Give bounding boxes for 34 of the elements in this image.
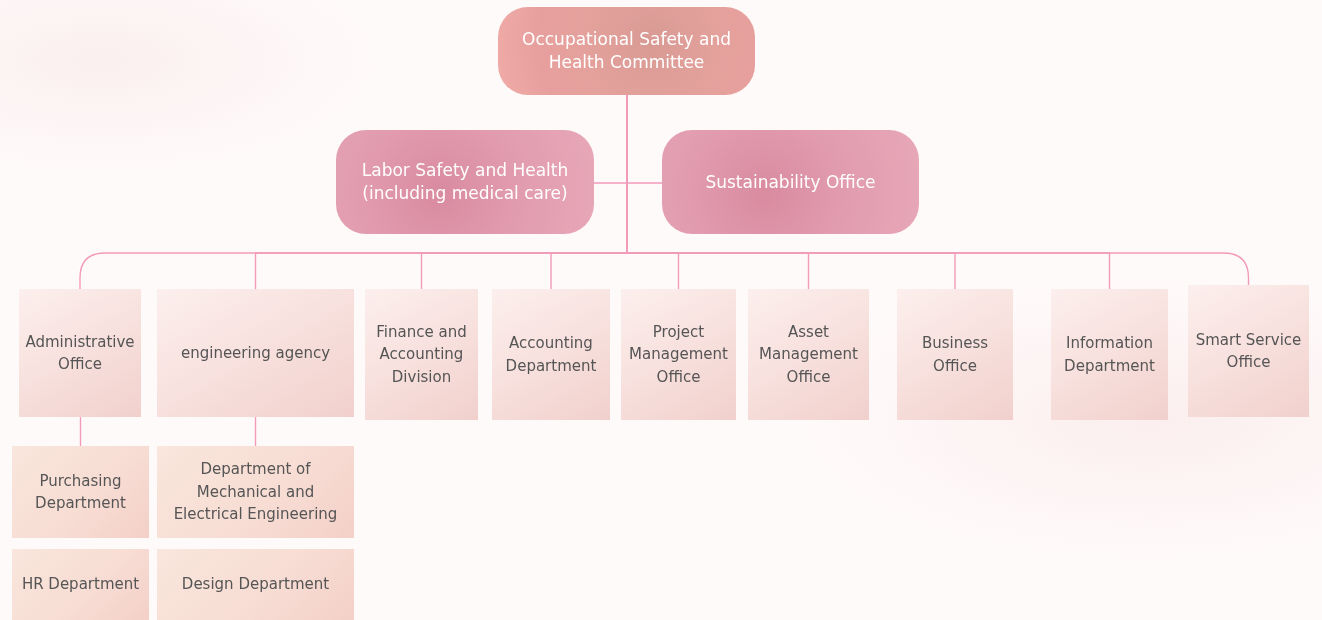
department-box: [1051, 289, 1168, 420]
connector-line: [254, 416, 257, 447]
node-label: Design Department: [181, 574, 330, 596]
node-label: HR Department: [21, 574, 140, 596]
department-box: [157, 549, 354, 620]
department-box: [897, 289, 1013, 420]
node-label: Smart Service Office: [1194, 329, 1303, 373]
node-label: Project Management Office: [628, 321, 729, 388]
department-box: [12, 446, 149, 538]
node-label: Purchasing Department: [34, 470, 127, 514]
node-label: Sustainability Office: [705, 170, 876, 194]
department-box: [157, 446, 354, 538]
connector-line: [79, 416, 82, 447]
committee-pill: [662, 130, 919, 234]
department-box: [19, 289, 141, 417]
department-box: [365, 289, 478, 420]
node-label: Finance and Accounting Division: [375, 321, 468, 388]
department-box: [621, 289, 736, 420]
committee-pill: [498, 7, 755, 95]
department-box: [492, 289, 610, 420]
department-box: [157, 289, 354, 417]
node-label: Labor Safety and Health (including medical care): [360, 159, 570, 205]
node-label: Accounting Department: [504, 333, 598, 377]
node-label: Information Department: [1063, 333, 1156, 377]
node-label: Administrative Office: [24, 331, 136, 375]
committee-pill: [336, 130, 594, 234]
node-label: Occupational Safety and Health Committee: [521, 28, 732, 74]
node-label: Asset Management Office: [758, 321, 859, 388]
node-label: engineering agency: [180, 342, 331, 364]
department-box: [12, 549, 149, 620]
department-box: [748, 289, 869, 420]
node-label: Department of Mechanical and Electrical Engineering: [172, 459, 339, 526]
node-label: Business Office: [920, 333, 990, 377]
department-box: [1188, 285, 1309, 417]
